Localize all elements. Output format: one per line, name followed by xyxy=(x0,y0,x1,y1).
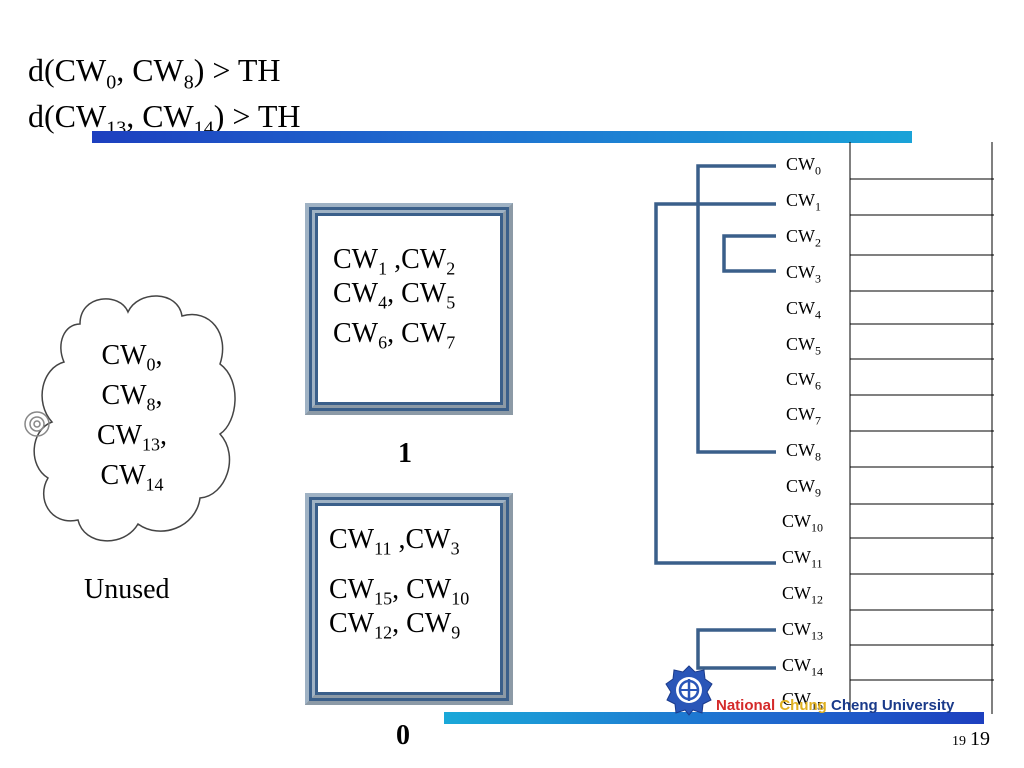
codeword-label: CW10 xyxy=(782,511,823,535)
title-underline-bar xyxy=(92,131,912,143)
condition-line-2: d(CW13, CW14) > TH xyxy=(28,98,301,140)
page-number-small: 19 xyxy=(952,734,966,749)
codeword-label: CW5 xyxy=(786,334,821,358)
group-one-label: 1 xyxy=(398,438,412,469)
group-box-zero: CW11 ,CW3 CW15, CW10 CW12, CW9 xyxy=(305,493,513,705)
codeword-label: CW7 xyxy=(786,404,821,428)
codeword-label: CW14 xyxy=(782,655,823,679)
university-name: National Chung Cheng University xyxy=(716,697,955,714)
codeword-label: CW4 xyxy=(786,298,821,322)
codeword-label: CW6 xyxy=(786,369,821,393)
group-row: CW11 ,CW3 xyxy=(329,524,460,559)
page-number: 19 xyxy=(970,728,990,750)
group-box-one: CW1 ,CW2 CW4, CW5 CW6, CW7 xyxy=(305,203,513,415)
unused-caption: Unused xyxy=(84,574,170,605)
codeword-label: CW1 xyxy=(786,190,821,214)
group-row: CW6, CW7 xyxy=(333,318,456,353)
group-zero-codewords: CW11 ,CW3 CW15, CW10 CW12, CW9 xyxy=(329,523,470,643)
unused-item: CW0, xyxy=(101,340,163,375)
group-row: CW12, CW9 xyxy=(329,608,461,643)
thought-cloud-icon xyxy=(24,295,236,542)
university-seal-icon xyxy=(665,665,713,716)
codeword-label: CW9 xyxy=(786,476,821,500)
condition-line-1: d(CW0, CW8) > TH xyxy=(28,52,281,94)
unused-item: CW8, xyxy=(101,380,163,415)
unused-item: CW13, xyxy=(96,420,168,455)
footer-bar xyxy=(444,712,984,724)
group-row: CW1 ,CW2 xyxy=(333,244,456,279)
codeword-label: CW11 xyxy=(782,547,823,571)
group-row: CW4, CW5 xyxy=(333,278,456,313)
codeword-tree-diagram xyxy=(654,164,776,670)
group-one-codewords: CW1 ,CW2 CW4, CW5 CW6, CW7 xyxy=(333,243,456,353)
group-zero-label: 0 xyxy=(396,720,410,751)
codeword-label: CW12 xyxy=(782,583,823,607)
codeword-label: CW15 xyxy=(782,689,823,713)
unused-item: CW14 xyxy=(100,460,164,495)
codeword-label: CW13 xyxy=(782,619,823,643)
unused-codeword-list: CW0, CW8, CW13, CW14 xyxy=(72,336,192,496)
codeword-label: CW8 xyxy=(786,440,821,464)
codeword-table-grid xyxy=(849,142,994,714)
codeword-label: CW3 xyxy=(786,262,821,286)
codeword-label: CW2 xyxy=(786,226,821,250)
group-row: CW15, CW10 xyxy=(329,574,470,609)
codeword-label: CW0 xyxy=(786,154,821,178)
